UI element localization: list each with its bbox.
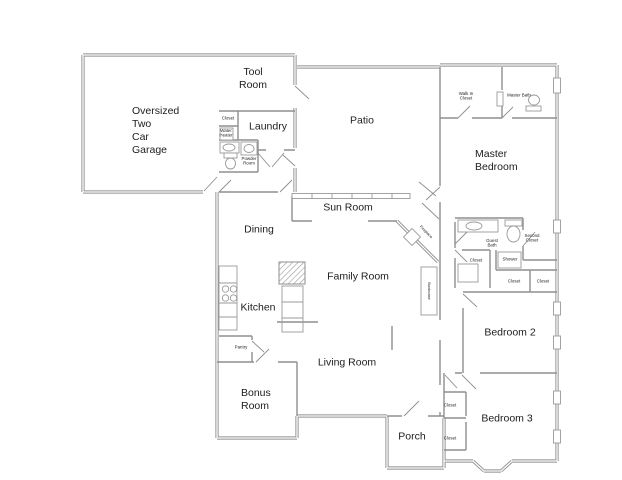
powder-room-fixtures xyxy=(219,141,258,170)
water-heater-icon xyxy=(219,127,234,141)
right-wall-windows xyxy=(553,77,561,444)
corner-fireplace-icon xyxy=(402,227,422,247)
toilet-icon xyxy=(223,152,238,159)
stove-burners-icon xyxy=(221,285,238,302)
toilet-icon xyxy=(528,94,540,106)
exterior-walls xyxy=(81,53,559,473)
interior-walls xyxy=(217,67,557,451)
toilet-icon xyxy=(504,219,523,227)
fireplace-chimney-hatch xyxy=(278,261,306,333)
door-swings xyxy=(203,85,536,417)
kitchen-counter-icon xyxy=(218,265,238,331)
bookcase-icon xyxy=(420,266,438,316)
guest-bath-fixtures xyxy=(457,219,523,283)
master-bath-fixtures xyxy=(496,91,542,112)
sunroom-window-wall xyxy=(291,193,411,199)
closet-shelf-icon xyxy=(457,263,479,283)
shower-pan-icon xyxy=(497,251,522,269)
